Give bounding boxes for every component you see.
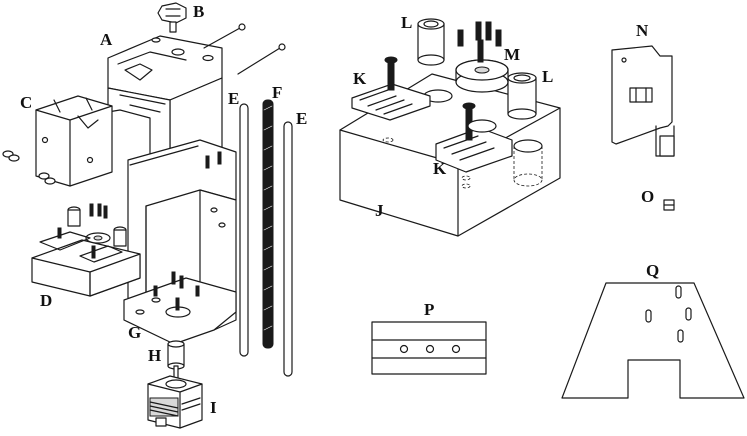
part-e-smooth-rods xyxy=(239,103,293,377)
label-k-center: K xyxy=(433,159,447,178)
label-b: B xyxy=(193,2,204,21)
part-l-bushing-upper xyxy=(417,18,445,66)
label-n: N xyxy=(636,21,649,40)
label-a: A xyxy=(100,30,113,49)
label-c: C xyxy=(20,93,32,112)
label-j: J xyxy=(375,201,384,220)
part-d-base-plate xyxy=(31,203,141,297)
part-k-clamp-plate-left xyxy=(351,56,431,121)
label-e-right: E xyxy=(296,109,307,128)
part-c-clamp-block xyxy=(35,95,113,187)
label-l-upper: L xyxy=(401,13,412,32)
part-l-bushing-right xyxy=(507,72,537,120)
small-nuts-left xyxy=(2,150,56,185)
label-k-left: K xyxy=(353,69,367,88)
label-h: H xyxy=(148,346,161,365)
part-labels: A B C D E E F G H I J K K L L M N O P Q xyxy=(20,2,659,417)
part-p-hole-bar xyxy=(371,321,487,375)
label-e-left: E xyxy=(228,89,239,108)
label-p: P xyxy=(424,300,434,319)
part-i-stepper-motor xyxy=(147,365,203,429)
part-m-flange-nut xyxy=(455,21,509,93)
part-o-small-clip xyxy=(663,199,675,211)
part-b-thumb-knob xyxy=(157,2,187,33)
part-g-lower-bracket xyxy=(123,271,237,345)
part-h-coupler xyxy=(167,340,185,370)
label-l-right: L xyxy=(542,67,553,86)
label-i: I xyxy=(210,398,217,417)
label-d: D xyxy=(40,291,52,310)
label-g: G xyxy=(128,323,141,342)
long-screw-pair xyxy=(203,23,286,75)
part-k-clamp-plate-center xyxy=(435,102,513,173)
label-m: M xyxy=(504,45,520,64)
part-q-trapezoid-plate xyxy=(561,282,745,399)
label-f: F xyxy=(272,83,282,102)
label-o: O xyxy=(641,187,654,206)
part-f-threaded-rod xyxy=(262,99,274,349)
part-n-bent-plate xyxy=(611,45,675,157)
label-q: Q xyxy=(646,261,659,280)
